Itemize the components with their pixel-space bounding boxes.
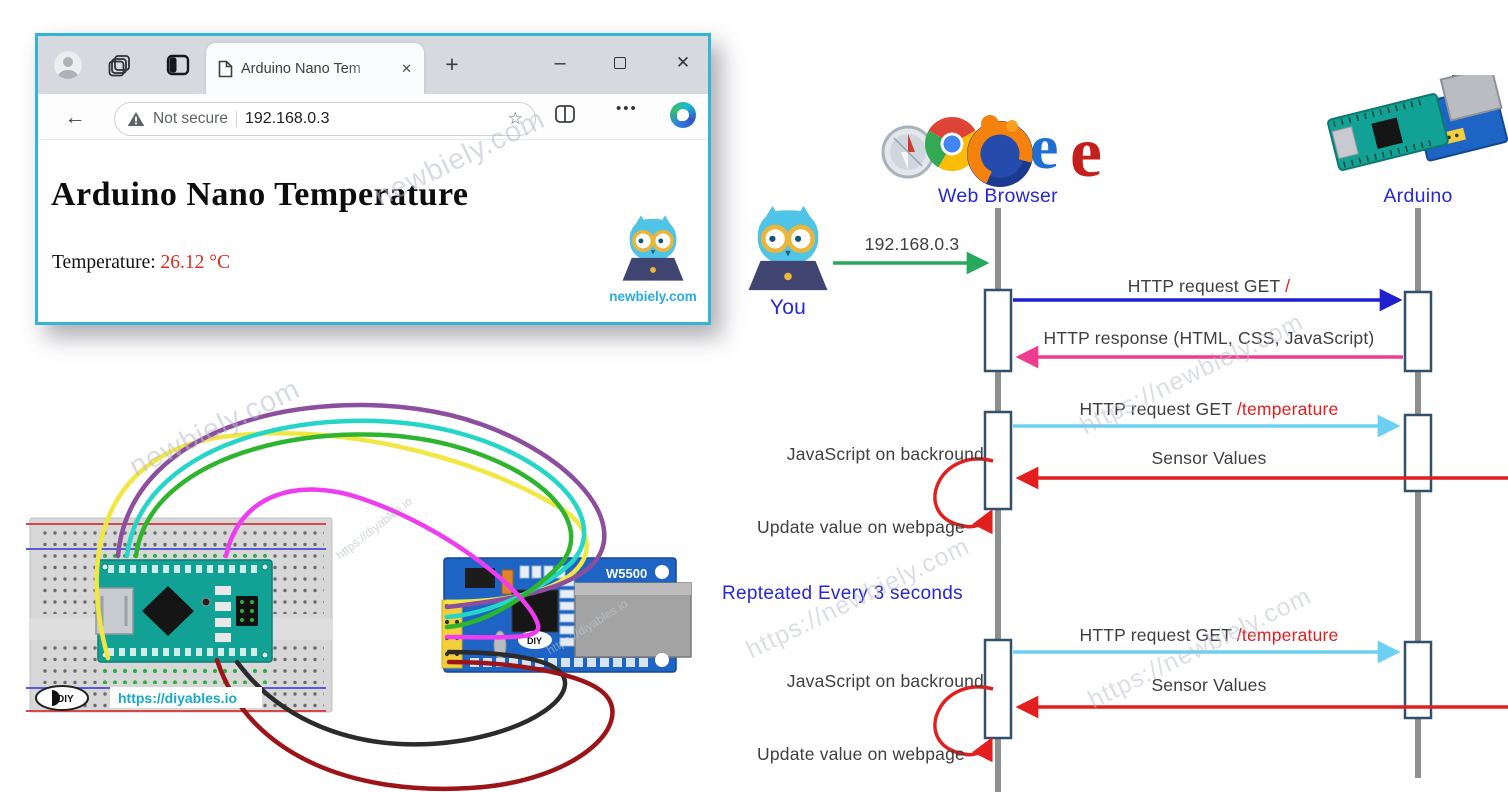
message-http-get-temp-1: HTTP request GET /temperature [1079, 399, 1339, 419]
temperature-value: 26.12 °C [160, 252, 231, 273]
self-loop-update-2 [933, 685, 994, 763]
person-icon [57, 57, 79, 79]
message-sensor-values-1: Sensor Values [1151, 448, 1267, 468]
url-text: 192.168.0.3 [244, 110, 330, 127]
newbiely-logo: newbiely.com [598, 214, 708, 304]
actor-label-web-browser: Web Browser [938, 185, 1058, 207]
document-icon [218, 60, 233, 77]
w5500-ethernet-module: W5500 DIY [441, 557, 692, 673]
web-browser-logos: e e [881, 111, 1102, 190]
arduino-board-image [1327, 75, 1508, 171]
jumper-wires [94, 402, 615, 792]
arduino-nano-board [95, 559, 273, 663]
split-screen-button[interactable] [554, 104, 576, 124]
temperature-reading: Temperature: 26.12 °C [52, 252, 230, 274]
activation-webbrowser-1 [983, 288, 1013, 373]
svg-text:e: e [1030, 111, 1058, 182]
security-status: Not secure [153, 110, 228, 127]
note-js-background-1: JavaScript on backround [786, 444, 984, 464]
firefox-icon [967, 115, 1033, 187]
wire-magenta [223, 487, 541, 640]
minimize-button[interactable]: – [554, 51, 566, 74]
split-window-icon [166, 54, 190, 76]
maximize-button[interactable] [603, 46, 637, 80]
browser-tab[interactable]: Arduino Nano Tem ✕ [206, 43, 424, 94]
you-actor [742, 204, 834, 297]
safari-icon [881, 125, 935, 179]
message-connect-ip: 192.168.0.3 [864, 234, 960, 254]
address-bar[interactable]: Not secure 192.168.0.3 ☆ [114, 102, 536, 136]
internet-explorer-icon: e [1030, 111, 1058, 182]
maximize-icon [614, 57, 626, 69]
wire-dark-red [214, 657, 615, 792]
address-divider [235, 111, 237, 127]
stacked-windows-icon [108, 55, 130, 77]
wiring-diagram: W5500 DIY DIY [26, 402, 692, 792]
diyables-url: https://diyables.io [118, 690, 237, 706]
message-sensor-values-2: Sensor Values [1151, 675, 1267, 695]
diyables-branding: DIY https://diyables.io [35, 685, 262, 711]
wire-black [234, 649, 568, 747]
svg-text:e: e [1070, 112, 1102, 190]
activation-arduino-1 [1403, 290, 1433, 373]
diy-logo-text: DIY [57, 694, 74, 705]
note-js-background-2: JavaScript on backround [786, 671, 984, 691]
w5500-label: W5500 [606, 566, 647, 581]
page-title: Arduino Nano Temperature [51, 176, 469, 213]
tab-title: Arduino Nano Tem [241, 60, 361, 77]
message-http-get: HTTP request GET / [1127, 276, 1291, 296]
temperature-label: Temperature: [52, 252, 161, 273]
bookmark-star-icon[interactable]: ☆ [507, 109, 523, 128]
message-http-get-temp-2: HTTP request GET /temperature [1079, 625, 1339, 645]
owl-laptop-icon [622, 215, 684, 281]
sidebar-toggle-icon[interactable] [166, 53, 190, 77]
browser-tab-strip: Arduino Nano Tem ✕ + – ✕ [38, 36, 708, 94]
actor-label-arduino: Arduino [1383, 185, 1453, 207]
webpage-content: Arduino Nano Temperature Temperature: 26… [38, 140, 708, 322]
settings-menu-button[interactable]: ••• [616, 100, 638, 117]
split-screen-icon [555, 105, 575, 123]
copilot-icon[interactable] [670, 102, 696, 128]
red-e-browser-icon: e [1070, 112, 1102, 190]
note-repeat-interval: Repteated Every 3 seconds [722, 583, 963, 604]
self-loop-update-1 [933, 457, 994, 535]
message-http-response: HTTP response (HTML, CSS, JavaScript) [1043, 328, 1375, 348]
owl-laptop-icon [748, 205, 828, 291]
wire-green [133, 432, 574, 630]
workspaces-icon[interactable] [108, 53, 132, 77]
sequence-diagram [833, 208, 1508, 792]
browser-window: Arduino Nano Tem ✕ + – ✕ ← Not secure 19… [35, 33, 711, 325]
newbiely-logo-text: newbiely.com [609, 289, 697, 304]
profile-avatar[interactable] [54, 51, 82, 79]
note-update-value-2: Update value on webpage [757, 744, 965, 764]
close-window-button[interactable]: ✕ [675, 53, 691, 72]
warning-icon [127, 112, 145, 126]
back-button[interactable]: ← [64, 106, 86, 129]
note-update-value-1: Update value on webpage [757, 517, 965, 537]
wire-purple [115, 402, 607, 610]
wire-yellow [94, 431, 589, 661]
tab-close-icon[interactable]: ✕ [401, 60, 412, 76]
actor-label-you: You [769, 296, 807, 319]
diy-logo-text: DIY [527, 636, 542, 646]
new-tab-button[interactable]: + [445, 50, 459, 77]
